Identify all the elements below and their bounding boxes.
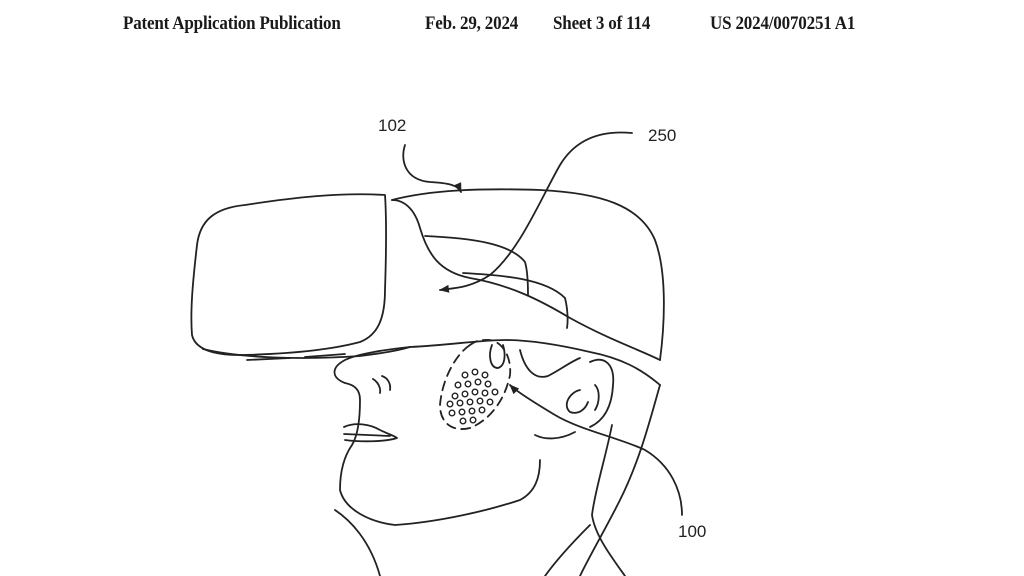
face-profile	[333, 346, 541, 576]
patent-header: Patent Application Publication Feb. 29, …	[0, 14, 1024, 38]
leader-100	[509, 384, 683, 516]
sheet-number: Sheet 3 of 114	[553, 14, 651, 34]
publication-date: Feb. 29, 2024	[425, 14, 519, 34]
cheek-sensor-region	[439, 339, 512, 430]
reference-label-100: 100	[678, 522, 707, 541]
leader-102	[402, 144, 462, 193]
publication-number: US 2024/0070251 A1	[710, 14, 856, 34]
headset-body	[391, 188, 665, 386]
leader-250	[439, 131, 633, 293]
neck-back	[544, 384, 661, 576]
headset-visor	[190, 193, 411, 361]
reference-label-250: 250	[648, 126, 677, 145]
publication-type: Patent Application Publication	[123, 14, 341, 34]
ear	[534, 358, 615, 440]
reference-label-102: 102	[378, 116, 407, 135]
